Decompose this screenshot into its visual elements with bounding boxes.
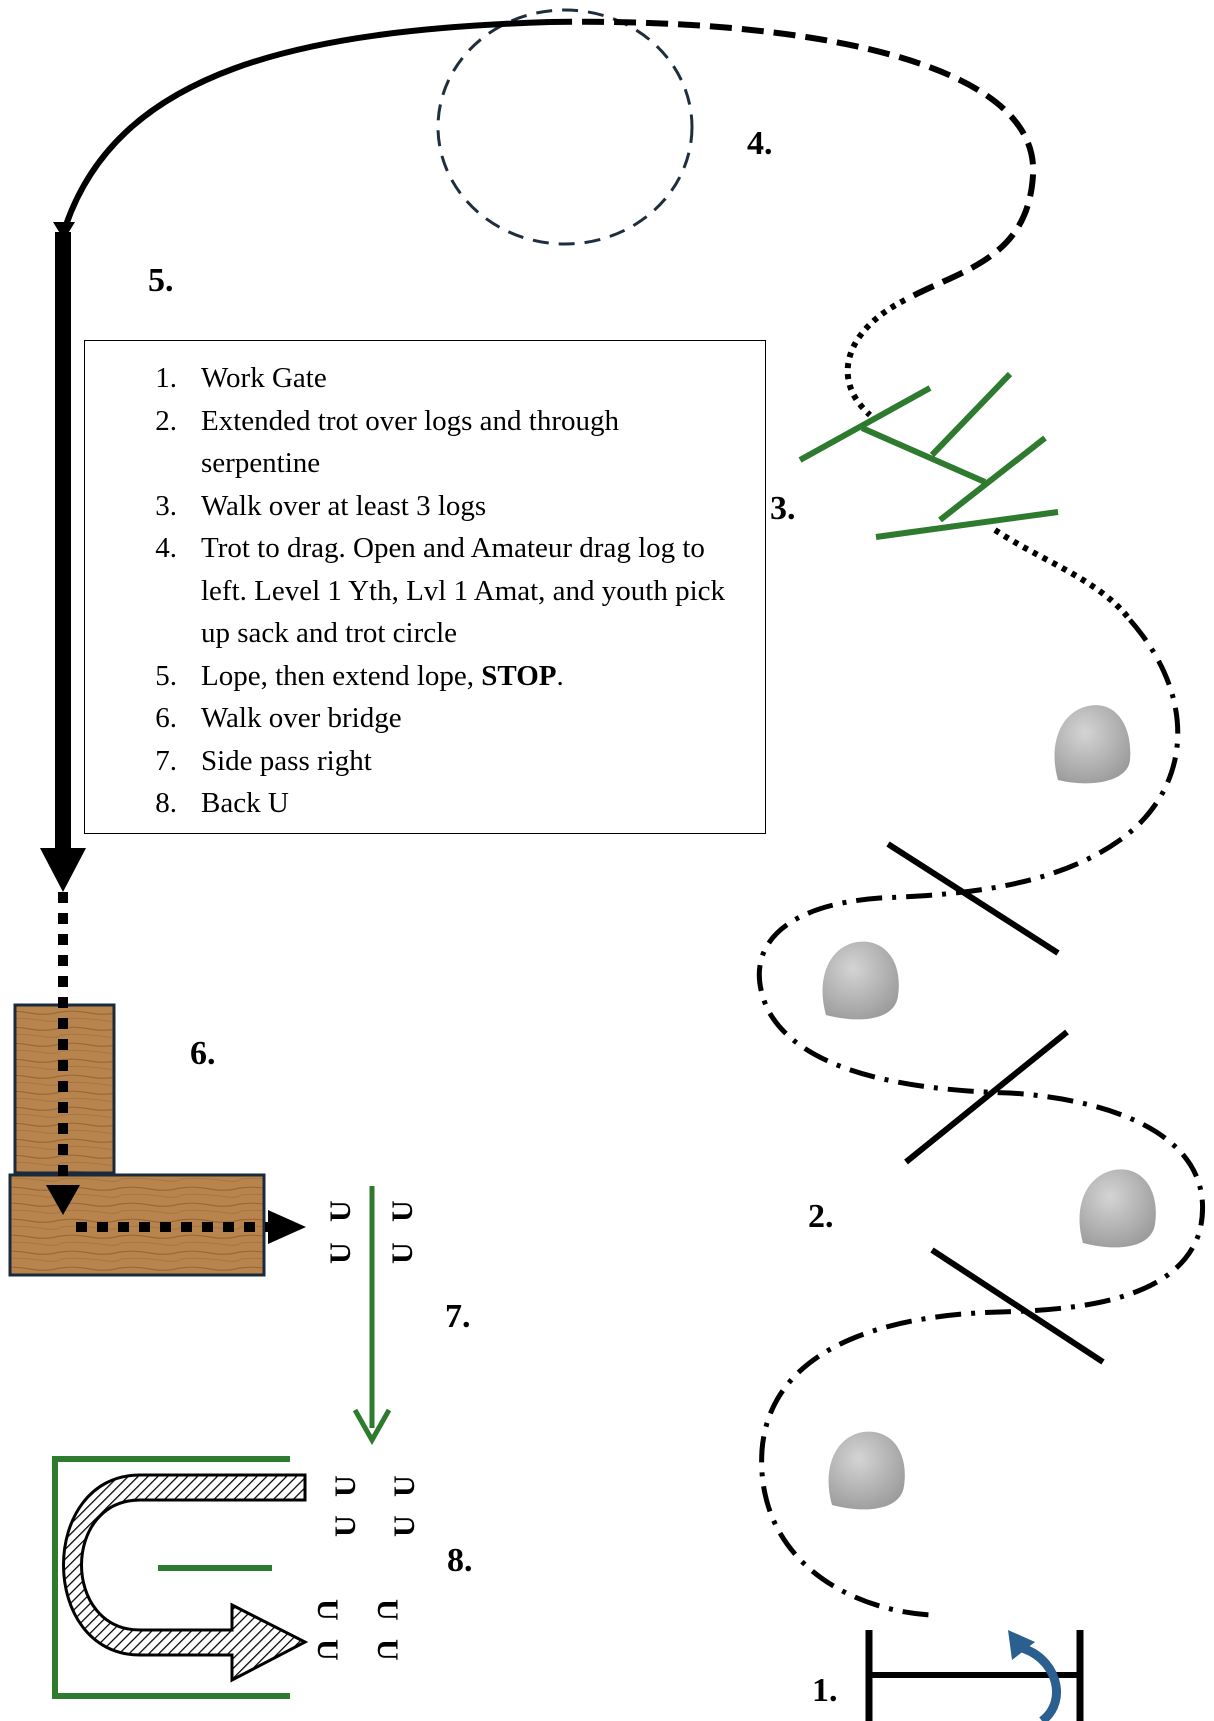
lope-path — [63, 19, 551, 226]
step-label-2: 2. — [808, 1198, 834, 1235]
rock-icon — [1054, 705, 1131, 784]
svg-text:U: U — [388, 1515, 421, 1537]
instructions-list: 1.Work Gate 2.Extended trot over logs an… — [85, 341, 765, 825]
serpentine-logs — [886, 841, 1105, 1365]
instruction-item: 3.Walk over at least 3 logs — [155, 489, 487, 522]
step-label-5: 5. — [148, 262, 174, 299]
bridge-arrowhead-down — [46, 1185, 80, 1215]
side-pass-arrowhead — [352, 1408, 392, 1446]
instruction-item: 1.Work Gate — [155, 362, 327, 394]
instructions-box: 1.Work Gate 2.Extended trot over logs an… — [84, 340, 766, 834]
stop-arrowhead — [40, 848, 86, 892]
trot-path — [549, 18, 1037, 303]
svg-text:U: U — [311, 1639, 344, 1661]
instruction-item: 6.Walk over bridge — [155, 702, 402, 734]
svg-text:U: U — [386, 1200, 419, 1222]
svg-text:U: U — [324, 1242, 357, 1264]
bridge — [8, 1003, 266, 1277]
rock-icon — [1079, 1169, 1156, 1248]
lope-arrowhead-top — [53, 222, 75, 240]
bridge-arrowhead-right — [268, 1210, 306, 1244]
back-u-frame — [52, 1456, 290, 1699]
step-label-1: 1. — [812, 1672, 838, 1709]
walk-path-top — [844, 297, 907, 418]
horseshoe-icon: U U U U — [324, 1200, 419, 1264]
trot-circle — [436, 8, 694, 246]
svg-text:U: U — [371, 1639, 404, 1661]
rock-icon — [828, 1431, 905, 1510]
rock-icon — [822, 941, 899, 1020]
svg-text:U: U — [329, 1475, 362, 1497]
svg-text:U: U — [371, 1599, 404, 1621]
instruction-item: 5.Lope, then extend lope, STOP. — [155, 659, 564, 692]
step-label-7: 7. — [445, 1298, 471, 1335]
gate-icon — [865, 1630, 1084, 1721]
walk-path-bottom — [993, 527, 1133, 622]
step-label-4: 4. — [747, 125, 773, 162]
serpentine-path — [756, 618, 1205, 1618]
instruction-item: 4.Trot to drag. Open and Amateur drag lo… — [155, 532, 726, 649]
back-u-arrow — [62, 1473, 309, 1683]
svg-text:U: U — [311, 1599, 344, 1621]
horseshoe-icon: U U U U — [311, 1599, 404, 1661]
step-label-3: 3. — [770, 490, 796, 527]
horseshoe-icon: U U U U — [329, 1475, 421, 1537]
svg-text:U: U — [324, 1200, 357, 1222]
instruction-item: 8.Back U — [155, 787, 289, 819]
step-label-6: 6. — [190, 1035, 216, 1072]
instruction-item: 7.Side pass right — [155, 744, 372, 777]
svg-text:U: U — [329, 1515, 362, 1537]
instruction-item: 2.Extended trot over logs and through se… — [155, 404, 619, 480]
svg-text:U: U — [388, 1475, 421, 1497]
walk-over-logs — [798, 371, 1059, 540]
svg-text:U: U — [386, 1242, 419, 1264]
step-label-8: 8. — [447, 1542, 473, 1579]
